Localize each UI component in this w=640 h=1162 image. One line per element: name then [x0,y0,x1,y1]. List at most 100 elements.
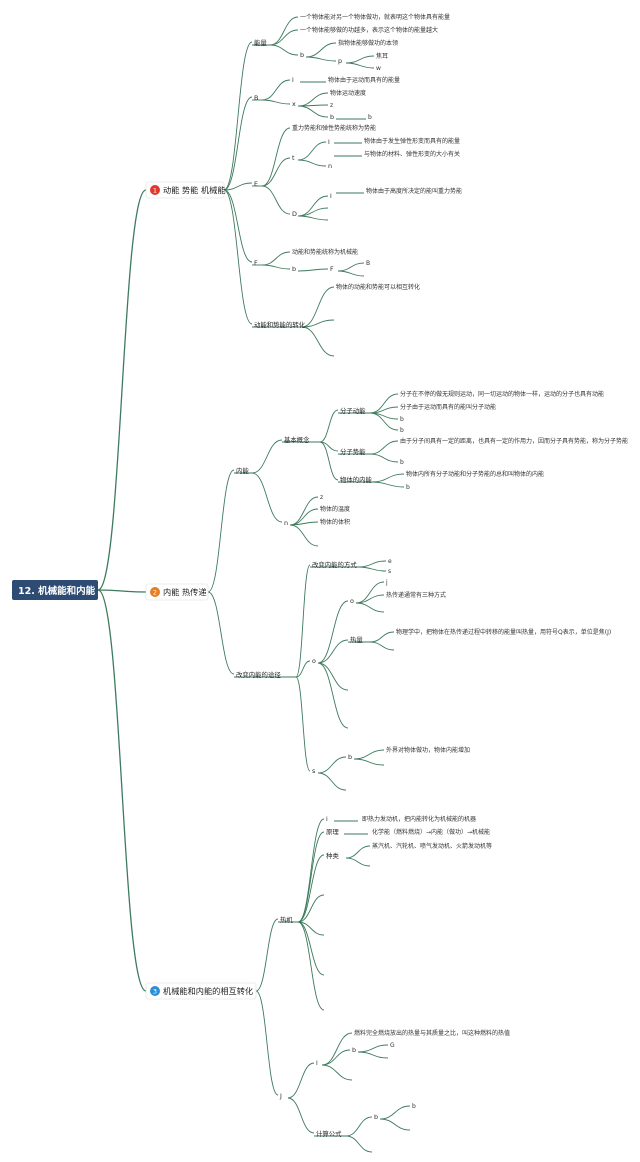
connector-line [357,560,387,568]
root-title: 12. 机械能和内能 [18,585,96,597]
connector-line [223,189,253,263]
node-internal-energy[interactable]: 内能 [236,466,249,475]
connector-line [321,1032,353,1066]
connector-line [369,641,395,651]
branch-2-node[interactable]: 2 内能 热传递 [145,583,209,601]
connector-line [295,660,311,678]
connector-line [321,1064,353,1081]
node-E-t[interactable]: t [292,154,295,162]
node-change-ways[interactable]: 改变内能的途径 [236,670,281,679]
node-B-b[interactable]: b [330,113,334,121]
node-object-internal-energy[interactable]: 物体的内能 [340,475,373,484]
leaf-B-x-1: 物体运动速度 [330,89,366,97]
node-conversion[interactable]: 动能和势能的转化 [254,320,306,329]
connector-line [345,1116,373,1137]
leaf-calc-b-1: b [412,1103,416,1110]
connector-line [301,326,335,357]
connector-line [301,286,335,328]
node-s[interactable]: s [312,767,316,775]
connector-line [369,440,399,455]
node-J[interactable]: J [279,1092,282,1100]
connector-line [261,264,291,270]
node-energy[interactable]: 能量 [254,38,267,47]
connector-line [371,473,405,483]
node-molecular-potential[interactable]: 分子势能 [340,447,366,456]
node-B[interactable]: B [254,94,258,102]
connector-line [357,566,387,572]
node-E-D[interactable]: D [292,210,297,218]
connector-line [353,758,385,766]
node-molecular-kinetic[interactable]: 分子动能 [340,406,366,415]
leaf-energy-p-1: 焦耳 [376,52,388,60]
connector-line [297,921,325,1011]
node-heat[interactable]: 热量 [350,635,363,644]
leaf-B-x-2: z [330,102,333,109]
connector-line [287,1062,315,1099]
connector-line [345,62,375,69]
node-kinds[interactable]: 种类 [326,851,339,860]
leaf-heat-1: 物理学中，把物体在热传递过程中转移的能量叫热量，用符号Q表示，单位是焦(J) [396,628,611,636]
node-B-x[interactable]: x [292,100,296,108]
leaf-he-i-1: 即热力发动机，把内能转化为机械能的机器 [362,815,476,823]
node-J-l[interactable]: l [316,1059,318,1067]
node-principle[interactable]: 原理 [326,828,339,836]
connector-line [305,42,337,58]
leaf-mp-2: b [400,459,404,466]
connector-line [305,56,337,62]
connector-line [317,639,349,664]
leaf-energy-def-1: 一个物体能对另一个物体做功，就表明这个物体具有能量 [300,13,450,21]
leaf-E-desc: 重力势能和弹性势能统称为势能 [292,124,376,132]
node-F-F[interactable]: F [330,265,334,273]
node-o[interactable]: o [312,657,316,665]
connector-line [355,581,385,604]
node-change-method[interactable]: 改变内能的方式 [312,560,357,569]
connector-line [317,600,349,664]
leaf-n-1: z [320,494,323,501]
leaf-E-t-n-desc: 与物体的材料、弹性形变的大小有关 [364,150,460,158]
node-E[interactable]: E [254,180,258,188]
leaf-n-3: 物体的体积 [320,518,350,526]
node-calc-b[interactable]: b [374,1113,378,1121]
leaf-F-desc: 动能和势能统称为机械能 [292,248,358,256]
node-calc-formula[interactable]: 计算公式 [316,1129,342,1138]
connector-line [261,185,291,215]
badge-3 [150,986,160,996]
badge-2-number: 2 [153,589,157,597]
leaf-conversion-1: 物体的动能和势能可以相互转化 [336,283,420,291]
node-E-t-n[interactable]: n [328,162,332,170]
node-he-i[interactable]: i [326,815,328,823]
connector-line [297,159,327,167]
node-J-l-b[interactable]: b [352,1046,356,1054]
node-basic-concept[interactable]: 基本概念 [284,435,310,444]
root-node[interactable]: 12. 机械能和内能 [12,580,98,600]
connector-line [97,589,147,593]
node-B-l[interactable]: l [292,76,294,84]
connector-line [317,662,349,729]
node-E-t-l[interactable]: l [328,138,330,146]
node-energy-p[interactable]: p [338,57,342,65]
node-energy-b[interactable]: b [300,51,304,59]
connector-line [295,676,311,772]
connector-line [297,92,329,107]
connector-line [357,1044,389,1053]
connector-line [297,215,329,221]
connector-line [255,990,279,1096]
node-o2[interactable]: o [350,597,354,605]
connector-line [261,127,291,187]
node-F-b[interactable]: b [292,265,296,273]
connector-line [261,99,291,105]
leaf-B-b-1: b [368,114,372,121]
leaf-principle-1: 化学能（燃料燃烧）→内能（做功）→机械能 [372,828,490,836]
node-heat-engine[interactable]: 热机 [280,915,293,924]
connector-line [371,481,405,488]
connector-line [337,270,365,277]
connector-line [345,845,371,859]
node-n[interactable]: n [284,519,288,527]
branch-1-node[interactable]: 1 动能 势能 机械能 [145,181,226,199]
connector-line [369,631,395,643]
node-F[interactable]: F [254,259,258,267]
node-s-b[interactable]: b [348,753,352,761]
node-E-D-l[interactable]: l [330,192,332,200]
connector-line [297,207,329,217]
branch-3-node[interactable]: 3 机械能和内能的相互转化 [145,982,257,1000]
